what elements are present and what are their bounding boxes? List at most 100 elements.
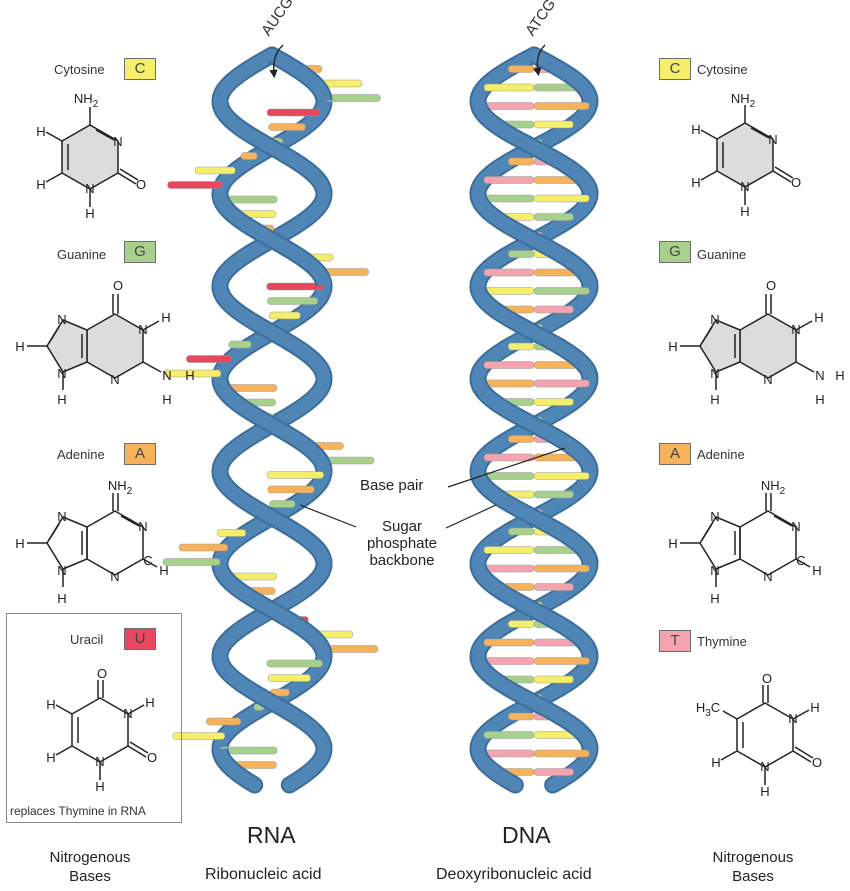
atom-label: H	[46, 750, 55, 765]
rna-base	[268, 123, 306, 131]
nitrogenous-bases-right: Nitrogenous Bases	[693, 848, 813, 886]
rna-base	[267, 297, 318, 305]
base-pair-half	[508, 65, 535, 73]
base-badge-right: G	[659, 241, 691, 263]
backbone-label: Sugar phosphate backbone	[352, 518, 452, 569]
base-badge-right: C	[659, 58, 691, 80]
atom-label: N	[113, 134, 122, 149]
backbone-label-line: phosphate	[366, 535, 438, 552]
base-pair-half	[533, 564, 590, 573]
backbone-front	[213, 656, 331, 748]
rna-base	[267, 674, 311, 682]
atom-label: N	[788, 711, 797, 726]
atom-label: N	[110, 372, 119, 387]
base-pair-half	[508, 712, 535, 721]
rna-base	[167, 181, 223, 189]
backbone-front	[213, 102, 331, 194]
base-pair-half	[533, 213, 574, 221]
atom-label: O	[113, 278, 123, 293]
base-name-left: Uracil	[70, 632, 104, 647]
atom-label: H	[145, 695, 154, 710]
adenine-structure-left	[27, 493, 158, 587]
base-pair-half	[533, 768, 574, 776]
backbone-front	[471, 656, 597, 749]
backbone-front	[213, 472, 331, 564]
atom-label: H	[814, 310, 823, 325]
base-pair-half	[483, 176, 535, 184]
atom-label: N	[710, 366, 719, 381]
atom-label: N	[57, 366, 66, 381]
rna-subtitle: Ribonucleic acid	[205, 866, 322, 883]
base-pair-half	[533, 490, 574, 499]
base-pair-half	[533, 583, 574, 591]
helix-front-strand	[469, 47, 599, 793]
atom-label: H	[95, 779, 104, 794]
atom-label: NH2	[74, 91, 99, 110]
backbone-front	[268, 49, 331, 102]
nitrogenous-bases-line: Nitrogenous	[49, 849, 131, 866]
atom-label: N	[85, 181, 94, 196]
backbone-front	[213, 748, 259, 791]
cytosine-structure-right	[700, 105, 794, 205]
base-pair-half	[508, 527, 535, 536]
base-name-left: Guanine	[57, 247, 107, 262]
rna-helix	[162, 46, 381, 794]
rna-base	[162, 558, 221, 566]
base-pair-half	[508, 435, 535, 443]
atom-label: H	[740, 204, 749, 219]
backbone-pointer-right	[445, 504, 497, 529]
base-pair-half	[483, 638, 535, 647]
dna-subtitle: Deoxyribonucleic acid	[436, 866, 592, 883]
base-badge-left: U	[124, 628, 156, 650]
atom-label: O	[812, 755, 822, 770]
atom-label: NH2	[731, 91, 756, 110]
base-name-right: Thymine	[697, 634, 747, 649]
base-pair-pointer	[447, 447, 566, 488]
rna-top-arrow	[269, 44, 284, 79]
backbone-front	[213, 194, 331, 286]
nitrogenous-bases-line: Nitrogenous	[712, 849, 794, 866]
backbone-label-line: backbone	[369, 552, 435, 569]
backbone-front	[213, 378, 331, 472]
atom-label: O	[147, 750, 157, 765]
atom-label: N	[138, 519, 147, 534]
base-name-right: Cytosine	[697, 62, 748, 77]
atom-label: H	[810, 700, 819, 715]
atom-label: H	[668, 339, 677, 354]
atom-label: NH2	[761, 478, 786, 497]
atom-label: C	[796, 553, 805, 568]
atom-label: H	[710, 591, 719, 606]
dna-title: DNA	[502, 822, 551, 848]
adenine-structure-right	[680, 493, 811, 587]
atom-labels: NH2 N N O H H H O N H N N H H N N H H NH…	[15, 91, 844, 799]
atom-label: O	[791, 175, 801, 190]
atom-label: N	[791, 519, 800, 534]
guanine-structure-left	[27, 294, 162, 390]
backbone-front	[471, 286, 597, 379]
uracil-note: replaces Thymine in RNA	[10, 804, 146, 818]
base-badge-right: T	[659, 630, 691, 652]
base-pair-half	[508, 342, 535, 351]
dna-helix	[469, 46, 599, 794]
atom-label: H	[85, 206, 94, 221]
base-badge-right: A	[659, 443, 691, 465]
base-pair-half	[508, 250, 535, 258]
rna-base	[267, 485, 315, 494]
backbone-front	[471, 378, 597, 472]
atom-label: H	[46, 697, 55, 712]
base-badge-left: A	[124, 443, 156, 465]
rna-base	[206, 717, 241, 726]
base-badge-left: C	[124, 58, 156, 80]
atom-label: N	[768, 132, 777, 147]
rna-base	[178, 543, 228, 552]
base-pair-half	[533, 120, 574, 129]
atom-label: N	[57, 509, 66, 524]
atom-label: NH2	[108, 478, 133, 497]
rna-base	[194, 166, 236, 175]
atom-label: H	[760, 784, 769, 799]
base-pair-half	[533, 675, 574, 684]
atom-label: N	[57, 312, 66, 327]
atom-label: H	[162, 392, 171, 407]
base-pair-half	[533, 194, 590, 203]
rna-base	[266, 282, 325, 291]
